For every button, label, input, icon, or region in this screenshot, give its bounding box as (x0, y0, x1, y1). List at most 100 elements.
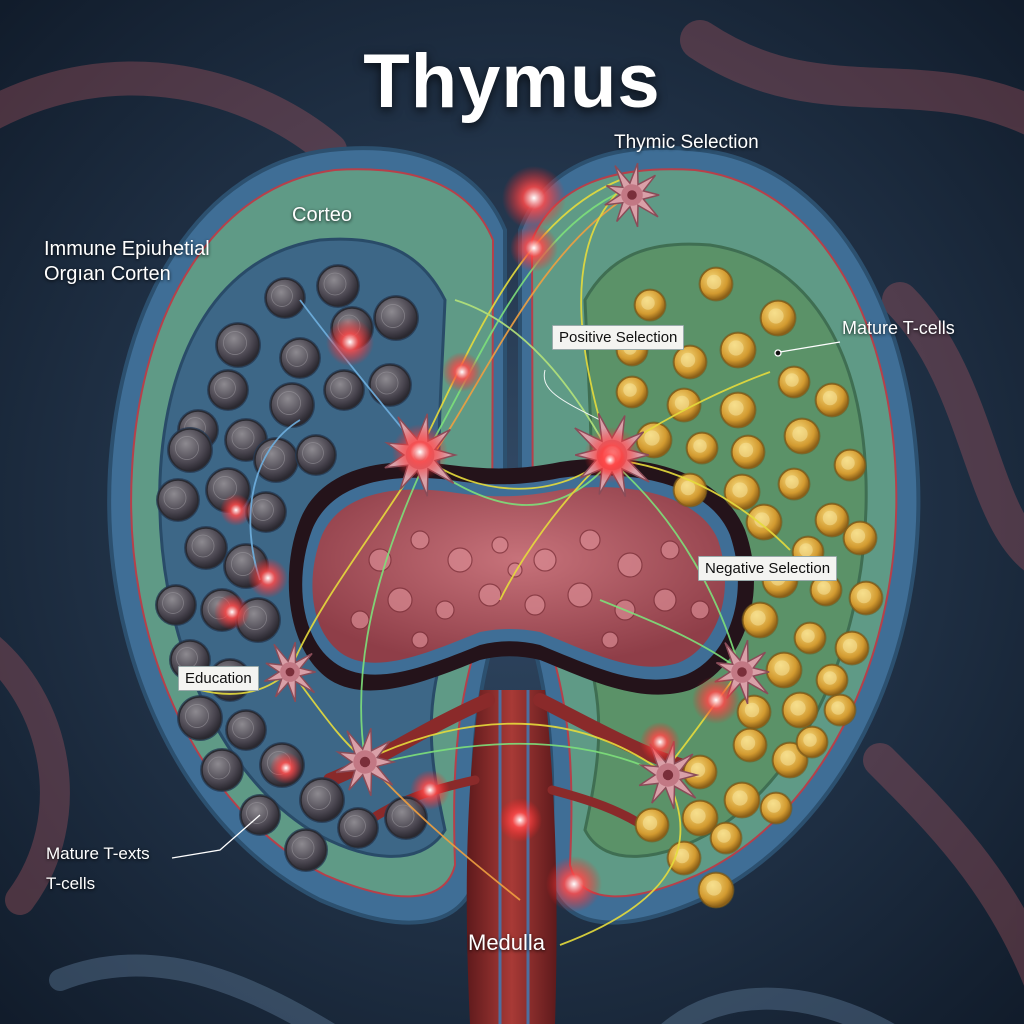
thymocyte-icon (207, 369, 249, 411)
mature-t-cell-icon (681, 799, 719, 837)
mature-t-cell-icon (723, 473, 761, 511)
thymocyte-icon (225, 709, 267, 751)
label-medulla: Medulla (468, 930, 546, 955)
mature-t-cell-icon (736, 694, 772, 730)
mature-t-cell-icon (698, 266, 734, 302)
thymocyte-icon (167, 427, 213, 473)
blood-vessel-icon (466, 690, 557, 1024)
thymocyte-icon (299, 777, 345, 823)
thymocyte-icon (269, 382, 315, 428)
mature-t-cell-icon (833, 448, 867, 482)
mature-t-cell-icon (795, 725, 829, 759)
dendritic-cell-icon (335, 728, 397, 796)
glow-points (214, 166, 740, 912)
thymocyte-icon (279, 337, 321, 379)
thymocyte-icon (155, 584, 197, 626)
dendritic-cell-icon (714, 639, 770, 705)
dendritic-cell-icon (638, 741, 700, 809)
mature-t-cell-icon (765, 651, 803, 689)
label-organ-line2: Orgıan Corten (44, 263, 171, 285)
thymocyte-icon (337, 807, 379, 849)
thymocyte-icon (177, 695, 223, 741)
label-organ-line1: Immune Epiuhetial (44, 238, 210, 260)
label-negative-selection: Negative Selection (698, 556, 838, 581)
mature-t-cell-icon (783, 417, 821, 455)
glow-point (640, 722, 680, 762)
mature-t-cell-icon (730, 434, 766, 470)
signal-pathways (199, 179, 791, 946)
thymocyte-icon (245, 491, 287, 533)
mature-t-cell-icon (814, 502, 850, 538)
page-title: Thymus (363, 39, 661, 124)
mature-t-cell-icon (719, 331, 757, 369)
mature-t-cell-icon (842, 520, 878, 556)
mature-t-cell-icon (759, 791, 793, 825)
glow-point (546, 856, 602, 912)
glow-point (510, 224, 558, 272)
thymocyte-icon (215, 322, 261, 368)
label-cortex: Corteo (292, 204, 353, 226)
label-education: Education (178, 666, 259, 691)
mature-t-cell-icon (615, 375, 649, 409)
mature-t-cell-icon (634, 807, 670, 843)
mature-t-cell-icon (685, 431, 719, 465)
background-vessels (0, 20, 1024, 1024)
glow-point (692, 676, 740, 724)
mature-t-cell-icon (633, 288, 667, 322)
mature-t-cell-icon (777, 467, 811, 501)
medulla-region (288, 458, 754, 695)
label-thymic-selection: Thymic Selection (614, 132, 759, 153)
left-thymocytes (155, 264, 428, 872)
thymocyte-icon (368, 363, 412, 407)
mature-t-cell-icon (777, 365, 811, 399)
label-mature-tcells-right: Mature T-cells (842, 318, 955, 338)
dendritic-cell-icon (263, 641, 316, 703)
mature-t-cell-icon (672, 472, 708, 508)
thymocyte-icon (384, 796, 428, 840)
mature-t-cell-icon (815, 663, 849, 697)
mature-t-cell-icon (745, 503, 783, 541)
thymocyte-icon (373, 295, 419, 341)
glow-point (498, 798, 542, 842)
thymocyte-icon (156, 478, 200, 522)
mature-t-cell-icon (759, 299, 797, 337)
mature-t-cell-icon (793, 621, 827, 655)
mature-t-cell-icon (682, 754, 718, 790)
mature-t-cell-icon (666, 387, 702, 423)
glow-point (410, 770, 450, 810)
mature-t-cell-icon (814, 382, 850, 418)
mature-t-cell-icon (848, 580, 884, 616)
thymocyte-icon (264, 277, 306, 319)
mature-t-cell-icon (732, 727, 768, 763)
glow-point (442, 352, 482, 392)
label-mature-left-line1: Mature T-exts (46, 844, 150, 863)
dendritic-cell-icon (604, 162, 660, 228)
mature-t-cell-icon (666, 840, 702, 876)
mature-t-cell-icon (823, 693, 857, 727)
mature-t-cell-icon (781, 691, 819, 729)
mature-t-cell-icon (741, 601, 779, 639)
glow-point (594, 444, 626, 476)
leader-lines (171, 341, 841, 859)
thymocyte-icon (184, 526, 228, 570)
thymocyte-icon (253, 437, 299, 483)
thymocyte-icon (200, 748, 244, 792)
thymocyte-icon (284, 828, 328, 872)
glow-point (248, 558, 288, 598)
mature-t-cell-icon (723, 781, 761, 819)
glow-point (214, 594, 250, 630)
thymocyte-icon (295, 434, 337, 476)
label-positive-selection: Positive Selection (552, 325, 685, 350)
glow-point (392, 424, 448, 480)
mature-t-cell-icon (719, 391, 757, 429)
label-mature-left-line2: T-cells (46, 874, 96, 893)
glow-point (220, 494, 252, 526)
mature-t-cell-icon (697, 871, 735, 909)
mature-t-cell-icon (809, 573, 843, 607)
glow-point (326, 318, 374, 366)
mature-t-cell-icon (709, 821, 743, 855)
mature-t-cell-icon (834, 630, 870, 666)
thymocyte-icon (316, 264, 360, 308)
